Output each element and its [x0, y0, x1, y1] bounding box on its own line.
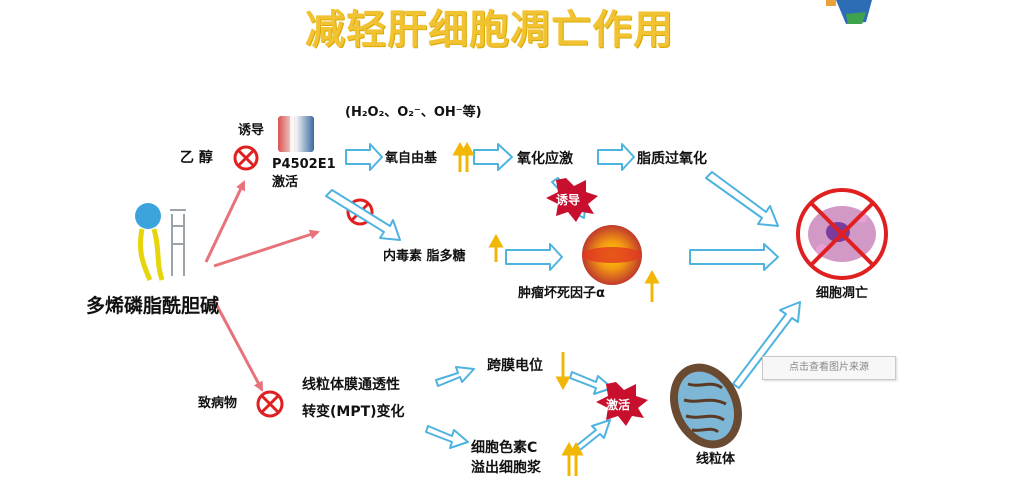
activate-label: 激活 [272, 175, 299, 190]
oxidative-stress-label: 氧化应激 [517, 151, 573, 167]
ros-label: (H₂O₂、O₂⁻、OH⁻等) [345, 105, 482, 120]
p450-label: P4502E1 [272, 157, 336, 172]
ethanol-label: 乙 醇 [180, 150, 213, 166]
blue-arrow [425, 425, 469, 449]
apoptosis-label: 细胞凋亡 [816, 286, 869, 301]
tnf-label: 肿瘤坏死因子α [518, 286, 605, 301]
burst-label-activate: 激活 [606, 397, 630, 412]
blue-arrow [345, 143, 383, 171]
enzyme-book-icon [278, 116, 314, 152]
pathogen-label: 致病物 [198, 396, 238, 411]
blue-arrow [732, 301, 801, 389]
free-radical-label: 氧自由基 [385, 151, 438, 166]
up-arrow-icon [561, 441, 584, 476]
membrane-potential-label: 跨膜电位 [487, 358, 543, 374]
starburst-icon: 激活 [596, 382, 648, 426]
blue-arrow [505, 243, 563, 271]
tnf-sphere-icon [582, 225, 642, 285]
corner-decoration-icon [826, 0, 872, 24]
inhibit-icon [233, 145, 259, 171]
burst-label-induce: 诱导 [556, 192, 580, 207]
up-arrow-icon [452, 141, 475, 172]
blue-arrow [689, 243, 779, 271]
phospholipid-molecule-icon [135, 203, 186, 282]
mitochondria-icon [670, 363, 742, 449]
blue-arrow [575, 419, 611, 451]
ppc-label: 多烯磷脂酰胆碱 [86, 295, 220, 317]
blue-arrow [705, 171, 779, 227]
cytochrome-c-label-line2: 溢出细胞浆 [471, 460, 541, 476]
endotoxin-label: 内毒素 脂多糖 [383, 249, 466, 264]
up-arrow-icon [488, 233, 504, 262]
lipid-peroxidation-label: 脂质过氧化 [637, 151, 707, 167]
induce-label: 诱导 [238, 123, 265, 138]
mitochondria-label: 线粒体 [696, 452, 736, 467]
blue-arrow [435, 366, 475, 387]
down-arrow-icon [555, 352, 571, 391]
cytochrome-c-label-line1: 细胞色素C [471, 440, 538, 456]
apoptotic-cell-icon [796, 188, 888, 280]
red-arrows [204, 180, 320, 392]
image-source-button[interactable]: 点击查看图片来源 [762, 356, 896, 380]
blue-arrow [325, 189, 401, 241]
up-arrow-icon [644, 269, 660, 302]
starburst-icon: 诱导 [546, 178, 598, 222]
blue-arrow [569, 371, 613, 395]
mpt-label-line2: 转变(MPT)变化 [302, 404, 405, 420]
mpt-label-line1: 线粒体膜通透性 [302, 377, 400, 393]
blue-arrow [597, 143, 635, 171]
page-title: 减轻肝细胞凋亡作用 [305, 7, 674, 53]
inhibit-icon [256, 390, 284, 418]
blue-arrow [473, 143, 513, 171]
